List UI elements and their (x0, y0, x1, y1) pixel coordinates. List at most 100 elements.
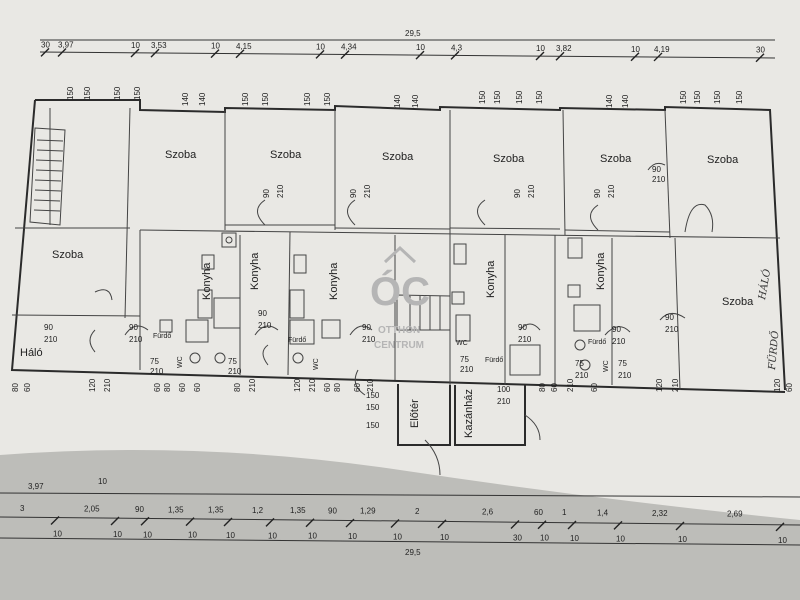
bottom-dim-tick (50, 515, 60, 525)
opening-dim-label: 60 (590, 383, 599, 392)
opening-dim-label: 120 (293, 378, 302, 392)
opening-dim-label: 90 (513, 189, 522, 198)
top-dim-tick (340, 50, 350, 60)
top-dim-tick (630, 52, 640, 62)
bottom-dim-label: 2,6 (482, 508, 494, 517)
bottom-dim-label: 10 (226, 531, 235, 540)
top-dim-label: 4,34 (341, 43, 357, 52)
opening-dim-label: 140 (605, 94, 614, 108)
opening-dim-label: 210 (665, 325, 679, 334)
bottom-dim-label: 10 (308, 532, 317, 541)
top-dim-label: 4,19 (654, 45, 670, 54)
bottom-dim-label: 10 (678, 535, 687, 544)
opening-dim-label: 140 (411, 94, 420, 108)
top-dim-tick (535, 51, 545, 61)
opening-dim-label: 120 (655, 378, 664, 392)
room-szoba-8: Szoba (722, 296, 754, 308)
room-szoba-6: Szoba (707, 154, 739, 166)
logo-line1: OTTHON (378, 325, 420, 336)
room-szoba-1: Szoba (165, 149, 197, 161)
handwritten-halo: HÁLÓ (756, 268, 773, 301)
top-dim-tick (210, 49, 220, 59)
opening-dim-label: 60 (178, 383, 187, 392)
top-dim-label: 10 (416, 43, 425, 52)
opening-dim-label: 60 (323, 383, 332, 392)
bottom-dim-label: 3 (20, 504, 25, 513)
opening-dim-label: 90 (518, 323, 527, 332)
otthon-centrum-logo: ÓC OTTHON CENTRUM (370, 245, 430, 351)
room-furdo-1: Fürdő (153, 333, 171, 340)
room-szoba-5: Szoba (600, 153, 632, 165)
bottom-dim-tick (223, 517, 233, 527)
opening-dim-label: 150 (515, 90, 524, 104)
bottom-dim-label: 1,35 (208, 506, 224, 515)
top-dim-label: 3,82 (556, 44, 572, 53)
bottom-dim-label: 10 (53, 529, 62, 538)
top-dim-label: 10 (316, 42, 325, 51)
opening-dim-label: 90 (349, 189, 358, 198)
room-labels: Szoba Szoba Szoba Szoba Szoba Szoba Szob… (20, 149, 781, 438)
opening-dim-label: 90 (258, 309, 267, 318)
top-total-dim: 29,5 (405, 29, 421, 38)
bottom-dim-tick (345, 518, 355, 528)
bottom-dim-label: 90 (135, 505, 144, 514)
bottom-dim-label: 30 (513, 534, 522, 543)
opening-dim-label: 150 (303, 92, 312, 106)
opening-dim-label: 140 (198, 92, 207, 106)
bottom-dim-label: 10 (540, 534, 549, 543)
opening-dim-label: 210 (618, 371, 632, 380)
bottom-dim-label: 3,97 (28, 482, 44, 491)
opening-dim-label: 100 (497, 385, 511, 394)
opening-dim-label: 90 (593, 189, 602, 198)
opening-dim-label: 210 (44, 335, 58, 344)
bottom-dim-tick (390, 518, 400, 528)
bottom-dim-label: 10 (778, 536, 787, 545)
logo-line2: CENTRUM (374, 340, 424, 351)
opening-dim-label: 60 (550, 383, 559, 392)
door-swings (89, 162, 714, 476)
top-dim-tick (653, 52, 663, 62)
top-dim-label: 30 (41, 40, 50, 49)
bottom-dim-label: 1,2 (252, 506, 264, 515)
room-konyha-2: Konyha (249, 252, 261, 290)
opening-dim-label: 80 (333, 383, 342, 392)
bottom-dim-tick (567, 520, 577, 530)
top-dim-label: 4,15 (236, 42, 252, 51)
opening-dim-label: 210 (460, 365, 474, 374)
top-dim-tick (150, 48, 160, 58)
opening-dim-label: 210 (497, 397, 511, 406)
room-furdo-4: Fürdő (588, 339, 606, 346)
bottom-dim-label: 2,69 (727, 509, 743, 518)
opening-dim-label: 80 (233, 383, 242, 392)
opening-dim-label: 210 (228, 367, 242, 376)
opening-dim-label: 210 (366, 378, 375, 392)
bottom-total-dim: 29,5 (405, 548, 421, 557)
top-dim-label: 30 (756, 46, 765, 55)
room-konyha-1: Konyha (201, 262, 213, 300)
opening-dim-label: 210 (575, 371, 589, 380)
handwritten-furdo: FÜRDŐ (765, 330, 781, 371)
opening-dim-label: 140 (181, 92, 190, 106)
bottom-dim-tick (305, 518, 315, 528)
bottom-dim-label: 10 (113, 530, 122, 539)
opening-dim-label: 150 (133, 86, 142, 100)
room-wc-1: WC (177, 356, 184, 368)
building-walls (10, 99, 786, 446)
opening-dim-label: 75 (575, 359, 584, 368)
opening-dim-label: 60 (785, 383, 794, 392)
room-wc-2: WC (313, 358, 320, 370)
room-szoba-2: Szoba (270, 149, 302, 161)
photo-shadow (0, 450, 800, 600)
bottom-dim-label: 1,35 (168, 505, 184, 514)
top-dim-tick (57, 47, 67, 57)
room-szoba-3: Szoba (382, 151, 414, 163)
opening-dim-label: 150 (735, 90, 744, 104)
opening-dim-label: 60 (193, 383, 202, 392)
opening-dim-label: 90 (652, 165, 661, 174)
opening-dim-label: 210 (527, 184, 536, 198)
opening-dim-label: 60 (153, 383, 162, 392)
logo-mark: ÓC (370, 268, 430, 314)
top-dim-tick (40, 47, 50, 57)
bottom-dim-label: 2,32 (652, 509, 668, 518)
